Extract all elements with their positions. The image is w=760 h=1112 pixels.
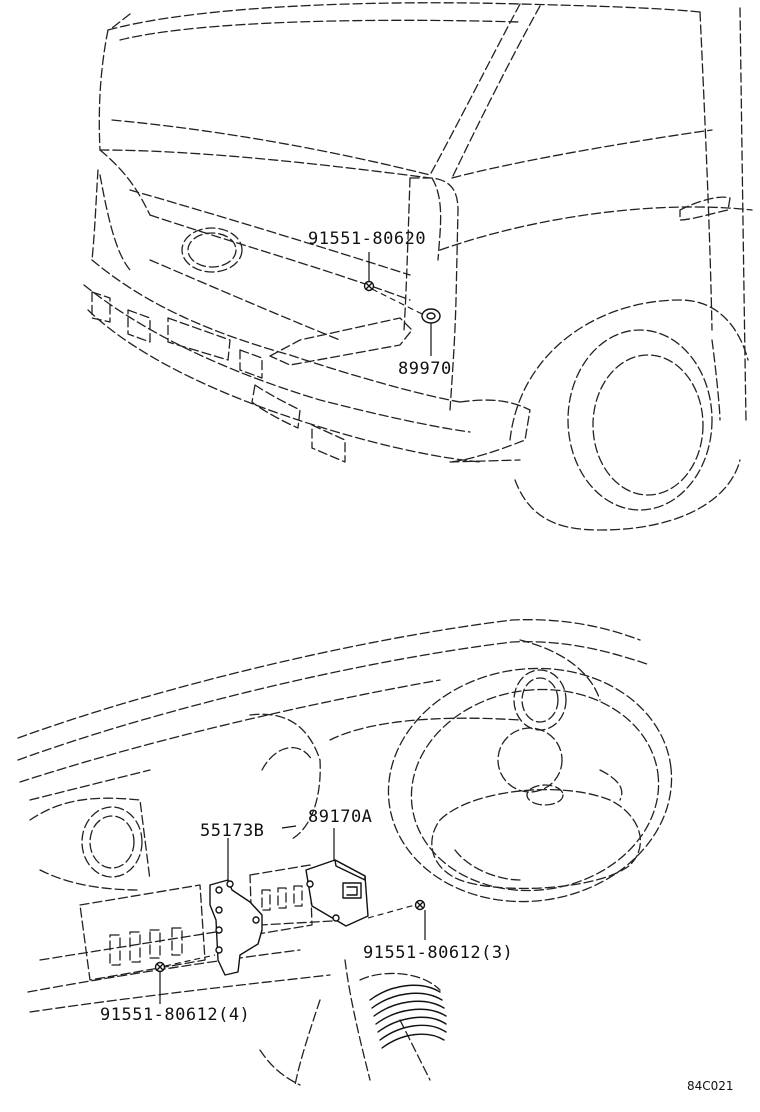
figure-code: 84C021 — [687, 1079, 734, 1093]
label-bracket: 55173B — [200, 821, 264, 841]
label-horn: 89970 — [398, 359, 452, 379]
assembly-line-left — [164, 954, 216, 967]
label-dash-bracket — [281, 825, 297, 829]
label-ecu: 89170A — [308, 807, 372, 827]
bracket-55173b-icon — [209, 879, 263, 976]
horn-sensor-89970-icon — [421, 308, 441, 324]
airbag-ecu-89170a-icon — [305, 859, 369, 927]
assembly-line — [371, 288, 427, 317]
vehicle-front-outline — [83, 2, 753, 531]
bolt-right-icon — [414, 899, 426, 911]
bolt-91551-80620-icon — [363, 280, 375, 292]
label-upper-bolt: 91551-80620 — [308, 229, 426, 249]
bolt-left-icon — [154, 961, 166, 973]
label-bolt-right: 91551-80612(3) — [363, 943, 513, 963]
dashboard-outline — [17, 619, 673, 1086]
label-bolt-left: 91551-80612(4) — [100, 1005, 250, 1025]
assembly-line-right — [367, 904, 416, 919]
